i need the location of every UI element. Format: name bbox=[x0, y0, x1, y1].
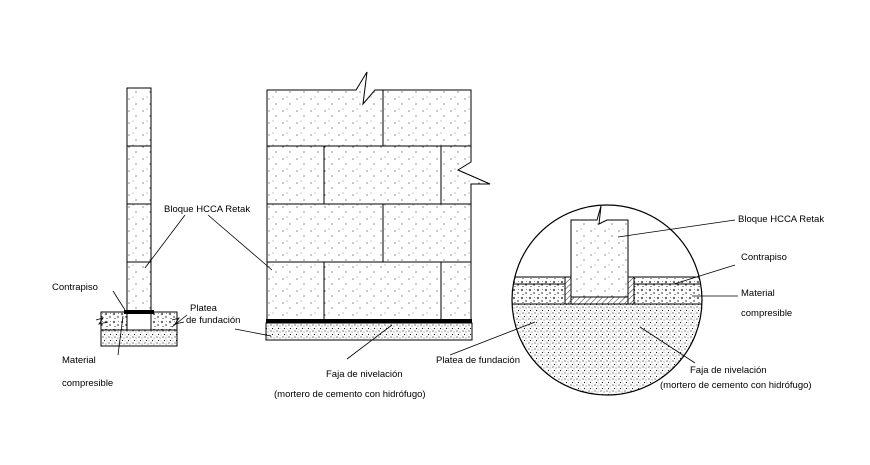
detail-label-material-1: Material bbox=[741, 288, 775, 299]
label-faja: Faja de nivelación bbox=[326, 369, 403, 380]
block-r3-a bbox=[266, 203, 384, 263]
leveling-strip-wall bbox=[266, 319, 472, 323]
break-symbol-right bbox=[171, 317, 185, 325]
detail-label-material-2: compresible bbox=[741, 308, 792, 319]
detail-label-bloque: Bloque HCCA Retak bbox=[738, 214, 824, 225]
block-r2-b bbox=[323, 145, 442, 205]
block-r4-c bbox=[440, 261, 472, 321]
detail-label-faja: Faja de nivelación bbox=[690, 365, 767, 376]
detail-compressible-right bbox=[627, 276, 635, 305]
detail-contrapiso-left bbox=[512, 276, 566, 305]
block-r2-c bbox=[440, 145, 491, 205]
contrapiso-left bbox=[100, 311, 128, 331]
label-bloque: Bloque HCCA Retak bbox=[164, 204, 250, 215]
label-mortero: (mortero de cemento con hidrófugo) bbox=[274, 389, 426, 400]
detail-leveling-mortar bbox=[570, 296, 629, 305]
leveling-strip bbox=[124, 310, 154, 314]
label-contrapiso: Contrapiso bbox=[52, 282, 98, 293]
middle-section bbox=[265, 71, 491, 341]
label-platea-fundacion: Platea de fundación bbox=[436, 355, 520, 366]
label-material-2: compresible bbox=[62, 378, 113, 389]
detail-label-mortero: (mortero de cemento con hidrófugo) bbox=[660, 380, 812, 391]
labels: Bloque HCCA Retak Contrapiso Platea de f… bbox=[52, 204, 824, 400]
contrapiso-right bbox=[150, 311, 178, 331]
block-r2-a bbox=[266, 145, 325, 205]
block-4 bbox=[126, 261, 152, 313]
label-platea-1: Platea bbox=[190, 303, 218, 314]
foundation-slab bbox=[100, 329, 178, 347]
foundation-slab-wall bbox=[265, 322, 473, 341]
block-r4-a bbox=[266, 261, 325, 321]
block-2 bbox=[126, 145, 152, 205]
detail-block bbox=[570, 205, 629, 298]
detail-circle-outline bbox=[511, 204, 703, 396]
block-r4-b bbox=[323, 261, 442, 321]
left-section bbox=[95, 87, 185, 347]
block-3 bbox=[126, 203, 152, 263]
block-1 bbox=[126, 87, 152, 147]
block-r3-b bbox=[382, 203, 472, 263]
label-material-1: Material bbox=[62, 355, 96, 366]
detail-circle bbox=[511, 204, 703, 396]
block-r1-b bbox=[382, 89, 472, 147]
block-r1-a bbox=[266, 71, 384, 147]
label-platea-2: de fundación bbox=[186, 315, 240, 326]
detail-compressible-left bbox=[564, 276, 572, 305]
break-symbol-left bbox=[95, 317, 109, 325]
detail-label-contrapiso: Contrapiso bbox=[741, 252, 787, 263]
detail-contrapiso-right bbox=[633, 276, 702, 305]
leader-lines bbox=[112, 214, 738, 364]
